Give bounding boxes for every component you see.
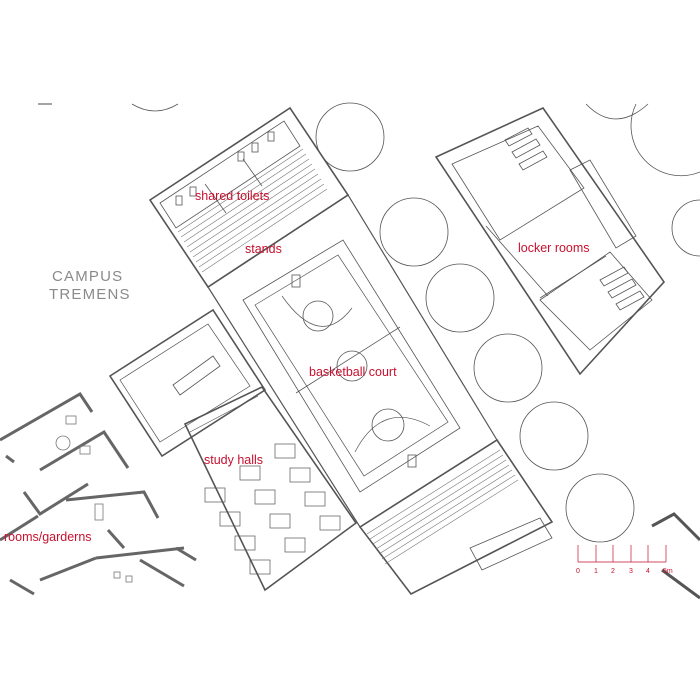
scale-label: 0	[576, 568, 580, 575]
scale-bar: 0 1 2 3 4 5m	[576, 545, 673, 575]
locker-room-north	[451, 125, 585, 241]
scale-label: 3	[629, 568, 633, 575]
scale-label: 4	[646, 568, 650, 575]
three-point-arc	[354, 417, 431, 453]
campus-name-line2: TREMENS	[49, 286, 131, 303]
study-room-upper	[108, 308, 267, 458]
center-line	[295, 326, 401, 394]
three-point-arc	[281, 295, 353, 327]
label-shared-toilets: shared toilets	[195, 189, 269, 203]
partition	[189, 395, 259, 433]
study-room-inner	[119, 323, 251, 443]
hoop	[407, 454, 417, 468]
hoop	[291, 274, 301, 288]
label-stands: stands	[245, 242, 282, 256]
table	[172, 355, 221, 396]
walls-right	[651, 512, 700, 600]
study-block	[108, 308, 358, 592]
tree	[473, 333, 543, 403]
rooms-gardens-block	[0, 391, 197, 596]
tree	[519, 401, 589, 471]
desks	[204, 443, 341, 575]
block-outline	[358, 438, 554, 596]
partition	[485, 225, 549, 297]
study-room-lower	[183, 385, 358, 592]
block-outline	[434, 106, 666, 376]
tree	[315, 102, 385, 172]
tree	[379, 197, 449, 267]
key-circle	[302, 300, 334, 332]
scale-ticks	[577, 545, 667, 562]
corridor	[569, 159, 637, 249]
toilet-room	[469, 517, 553, 571]
furniture	[55, 415, 133, 583]
label-locker-rooms: locker rooms	[518, 241, 590, 255]
tree-arc	[585, 103, 649, 120]
label-basketball-court: basketball court	[309, 365, 397, 379]
locker-block	[434, 106, 666, 376]
partition	[539, 255, 607, 299]
toilet-room	[159, 120, 301, 229]
tree-arc	[671, 199, 700, 257]
locker-room-south	[539, 251, 653, 351]
lower-stands-block	[358, 438, 554, 596]
campus-name-line1: CAMPUS	[52, 268, 123, 285]
partition	[242, 158, 263, 187]
benches	[504, 127, 645, 311]
label-study-halls: study halls	[204, 453, 263, 467]
toilet-fixtures	[175, 131, 275, 206]
partition	[204, 183, 227, 214]
tree-arc	[131, 103, 179, 112]
scale-label: 2	[611, 568, 615, 575]
scale-label: 1	[594, 568, 598, 575]
scale-label: 5m	[663, 568, 673, 575]
court-inner	[254, 254, 449, 477]
court-lines	[242, 239, 461, 493]
tree-arc	[630, 103, 700, 177]
label-rooms-gardens: rooms/garderns	[4, 530, 92, 544]
stand-rows	[177, 148, 328, 273]
center-circle	[336, 350, 368, 382]
trees	[131, 102, 700, 543]
tree	[565, 473, 635, 543]
toilets-stands-block	[148, 106, 350, 289]
stand-rows	[366, 449, 519, 565]
key-circle	[371, 408, 405, 442]
tree	[425, 263, 495, 333]
